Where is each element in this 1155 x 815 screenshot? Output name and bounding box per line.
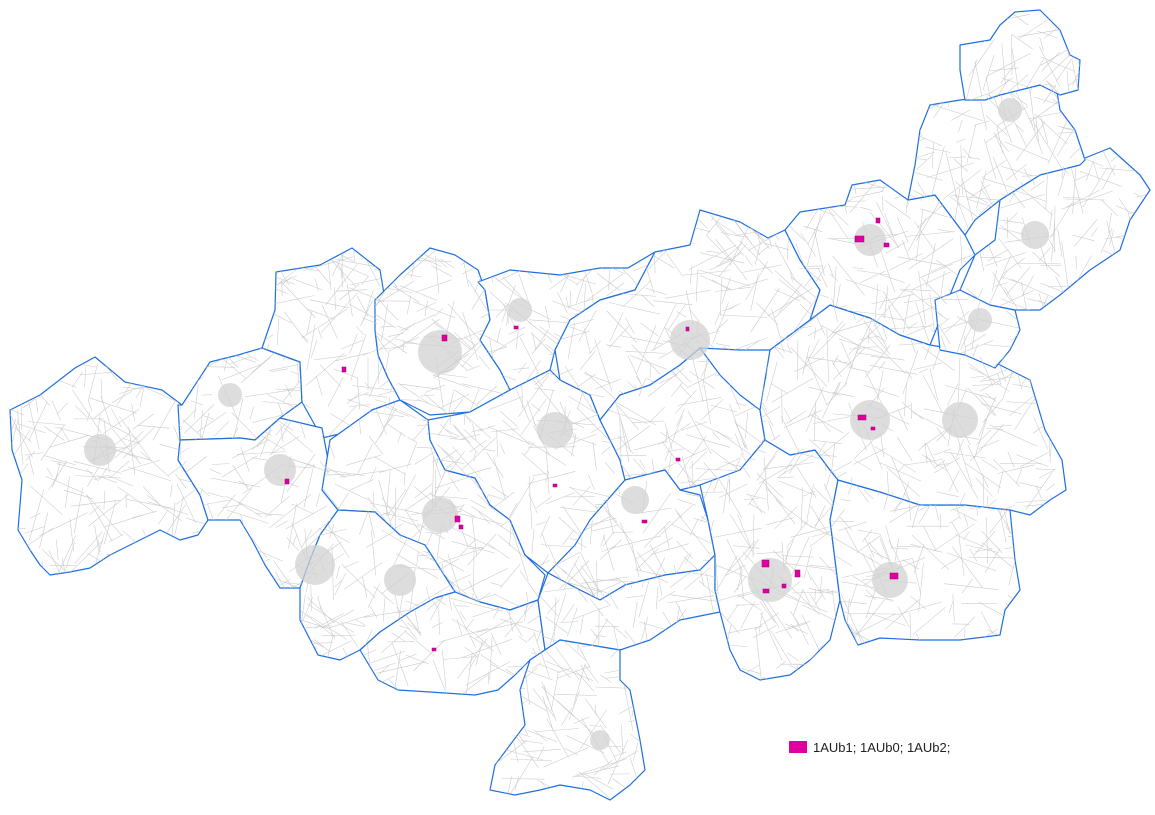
village-center <box>508 298 532 322</box>
zone-1AU-parcels <box>284 217 899 652</box>
zone-1AU-parcel[interactable] <box>552 483 558 488</box>
zone-1AU-parcel[interactable] <box>875 217 881 224</box>
zone-1AU-parcel[interactable] <box>762 588 770 594</box>
village-center <box>590 730 610 750</box>
map-legend: 1AUb1; 1AUb0; 1AUb2; <box>789 738 950 756</box>
zone-1AU-parcel[interactable] <box>441 334 448 342</box>
village-center <box>418 330 462 374</box>
zone-1AU-parcel[interactable] <box>781 583 787 589</box>
village-center <box>295 545 335 585</box>
zone-1AU-parcel[interactable] <box>854 235 865 243</box>
commune-boundary[interactable] <box>959 9 1081 101</box>
zone-1AU-parcel[interactable] <box>454 515 461 523</box>
village-center <box>748 558 792 602</box>
zone-1AU-parcel[interactable] <box>685 326 690 332</box>
village-center <box>872 562 908 598</box>
zone-1AU-parcel[interactable] <box>431 647 437 652</box>
village-center <box>264 454 296 486</box>
zone-1AU-parcel[interactable] <box>284 478 290 485</box>
village-center <box>218 383 242 407</box>
zone-1AU-parcel[interactable] <box>458 524 464 530</box>
village-center <box>621 486 649 514</box>
zone-1AU-parcel[interactable] <box>883 242 890 248</box>
village-center <box>422 497 458 533</box>
zone-1AU-parcel[interactable] <box>513 325 519 330</box>
zone-1AU-parcel[interactable] <box>794 569 801 578</box>
village-center <box>968 308 992 332</box>
village-center <box>850 400 890 440</box>
zone-1AU-parcel[interactable] <box>641 519 648 524</box>
village-center <box>854 224 886 256</box>
legend-swatch <box>789 741 807 753</box>
village-built-areas <box>84 98 1049 750</box>
zone-1AU-parcel[interactable] <box>675 457 681 462</box>
legend-label: 1AUb1; 1AUb0; 1AUb2; <box>813 739 951 755</box>
zone-1AU-parcel[interactable] <box>857 414 867 421</box>
commune-boundary[interactable] <box>784 179 976 346</box>
village-center <box>998 98 1022 122</box>
zone-1AU-parcel[interactable] <box>889 572 899 580</box>
village-center <box>1021 221 1049 249</box>
commune-boundary[interactable] <box>9 356 209 576</box>
village-center <box>942 402 978 438</box>
zone-1AU-parcel[interactable] <box>341 366 347 373</box>
zone-1AU-parcel[interactable] <box>761 559 770 568</box>
village-center <box>84 434 116 466</box>
village-center <box>670 320 710 360</box>
zone-1AU-parcel[interactable] <box>870 426 876 431</box>
village-center <box>384 564 416 596</box>
village-center <box>537 412 573 448</box>
